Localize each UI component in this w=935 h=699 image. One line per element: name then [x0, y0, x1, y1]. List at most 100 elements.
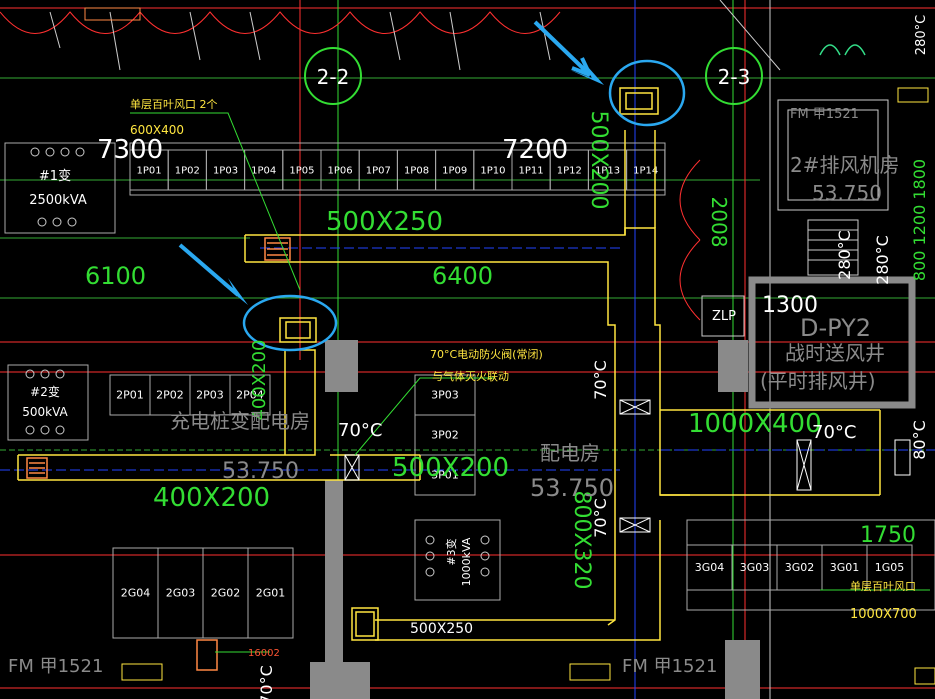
panel-label: 2P03 — [196, 389, 224, 402]
grid-bubble-label: 2-2 — [317, 65, 350, 89]
curtain-arcs — [0, 11, 561, 34]
arrow-left — [178, 243, 240, 297]
panel-label: 2G02 — [211, 587, 241, 600]
top-diffuser — [84, 7, 141, 21]
transformer-3-capacity: 1000kVA — [460, 537, 473, 586]
fire-dampers — [344, 399, 911, 533]
leader-lines — [130, 112, 930, 653]
panel-label: 1P10 — [480, 165, 505, 176]
highlight-circle-left — [242, 294, 338, 352]
duct-label-400x200-vert: 400X200 — [249, 339, 270, 420]
panel-label: 1P08 — [404, 165, 429, 176]
temp-label: 280°C — [873, 235, 892, 285]
structural-columns — [310, 340, 760, 699]
duct-label-500x250-top: 500X250 — [326, 207, 443, 237]
duct-label-800x320: 800X320 — [569, 490, 594, 589]
temp-label: 70°C — [338, 420, 382, 441]
duct-label-1000x400: 1000X400 — [688, 409, 822, 439]
panel-label: 3P03 — [431, 389, 459, 402]
panel-label: 1P01 — [137, 165, 162, 176]
dim-7200: 7200 — [502, 135, 568, 165]
panel-label: 1P09 — [442, 165, 467, 176]
door-arcs — [819, 44, 866, 56]
arrow-head-left — [222, 278, 248, 305]
temp-label: 70°C — [591, 360, 610, 400]
panel-column-3P: 3P03 3P02 3P01 — [414, 374, 476, 496]
panel-label: 2G03 — [166, 587, 196, 600]
dim-1300: 1300 — [762, 293, 818, 318]
transformer-2-name: #2变 — [30, 384, 60, 399]
tag-16002: 16002 — [248, 648, 280, 659]
panel-label: 3G04 — [695, 561, 725, 574]
note-louver-right-1: 单层百叶风口 — [850, 580, 916, 593]
highlight-circle-top — [608, 59, 686, 127]
duct-label-400x200: 400X200 — [153, 483, 270, 513]
note-louver-size: 600X400 — [130, 123, 184, 137]
transformer-2: #2变 500kVA — [7, 364, 89, 441]
temp-label: 70°C — [591, 498, 610, 538]
panel-label: 1P03 — [213, 165, 238, 176]
shaft-code: D-PY2 — [800, 314, 871, 342]
panel-row-2P: 2P01 2P02 2P03 2P04 — [109, 374, 271, 416]
transformer-3-name: #3变 — [444, 538, 458, 565]
room-exhaust-level: 53.750 — [812, 181, 882, 205]
air-grilles — [26, 87, 659, 671]
grid-bubble-2-2: 2-2 — [304, 47, 362, 105]
temp-label: 80°C — [910, 420, 929, 460]
panel-label: 1P12 — [557, 165, 582, 176]
dim-1750: 1750 — [860, 523, 916, 548]
panel-label: 2G01 — [256, 587, 286, 600]
arrow-head-top — [570, 58, 604, 85]
panel-label: 2P01 — [116, 389, 144, 402]
duct-label-500x250-bottom: 500X250 — [410, 621, 473, 637]
duct-label-500x200-vert: 500X200 — [586, 110, 611, 209]
panel-label: 1P14 — [633, 165, 658, 176]
panel-label: 1P02 — [175, 165, 200, 176]
panel-label: 1P13 — [595, 165, 620, 176]
panel-label: 1P11 — [519, 165, 544, 176]
panel-label: 1G05 — [875, 561, 905, 574]
shaft-name-wartime: 战时送风井 — [785, 341, 885, 365]
door-fm-right: FM 甲1521 — [622, 656, 717, 677]
transformer-1-capacity: 2500kVA — [29, 193, 87, 208]
temp-label: 280°C — [914, 15, 929, 55]
panel-label: 1P06 — [328, 165, 353, 176]
door-fm-top: FM 甲1521 — [790, 107, 859, 122]
shaft-outline — [748, 276, 916, 409]
transformer-3: #3变 1000kVA — [414, 519, 501, 601]
panel-cell — [247, 547, 294, 639]
door-fm-left: FM 甲1521 — [8, 656, 103, 677]
room-exhaust-fan: 2#排风机房 — [790, 153, 899, 177]
dim-right-edge: 800 1200 1800 — [910, 159, 929, 281]
panel-label: 3G03 — [740, 561, 770, 574]
dim-6400: 6400 — [432, 262, 493, 290]
panel-label: 3G02 — [785, 561, 815, 574]
panel-label: 3P01 — [431, 469, 459, 482]
panel-label: 2P02 — [156, 389, 184, 402]
temp-label: 70°C — [812, 422, 856, 443]
panel-cell — [626, 149, 666, 191]
annotation-markers — [178, 20, 686, 352]
panel-label: 1P04 — [251, 165, 276, 176]
panel-label: 2P04 — [236, 389, 264, 402]
room-power-level: 53.750 — [530, 474, 614, 502]
dim-6100: 6100 — [85, 262, 146, 290]
zlp-box — [701, 295, 745, 337]
duct-label-500x200: 500X200 — [392, 453, 509, 483]
temp-label: 70°C — [257, 665, 276, 699]
room-charging-transformer: 充电桩变配电房 — [170, 409, 310, 433]
note-louver-count: 单层百叶风口 2个 — [130, 98, 218, 111]
grid-bubble-2-3: 2-3 — [705, 47, 763, 105]
panel-label: 1P05 — [289, 165, 314, 176]
transformer-1-name: #1变 — [39, 168, 71, 184]
room-power: 配电房 — [540, 441, 600, 465]
panel-label: 3P02 — [431, 429, 459, 442]
panel-cell — [414, 454, 476, 496]
curtain-hatch — [49, 0, 781, 71]
grid-bubble-label: 2-3 — [718, 65, 751, 89]
temp-label: 280°C — [835, 230, 854, 280]
